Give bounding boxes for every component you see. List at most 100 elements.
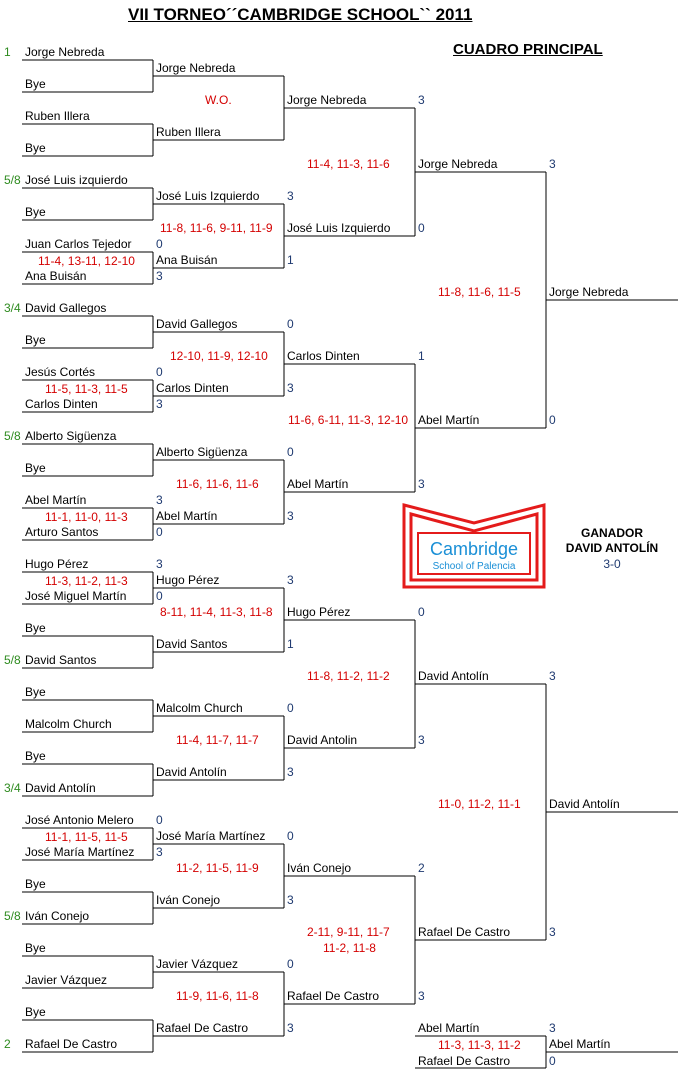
player-name: Bye [25,141,46,155]
games-won: 0 [287,445,294,459]
player-name: Jorge Nebreda [25,45,105,59]
player-name: Bye [25,333,46,347]
player-name: Rafael De Castro [287,989,380,1003]
match-score: 11-3, 11-2, 11-3 [45,574,128,588]
games-won: 3 [287,509,294,523]
games-won: 0 [287,701,294,715]
player-name: Abel Martín [549,1037,611,1051]
match-score: 12-10, 11-9, 12-10 [170,349,268,363]
cambridge-shield-icon: Cambridge School of Palencia [402,503,546,589]
games-won: 3 [287,573,294,587]
player-name: Javier Vázquez [25,973,108,987]
player-name: David Gallegos [25,301,107,315]
player-name: Abel Martín [418,1021,480,1035]
match-score: 11-8, 11-6, 11-5 [438,285,521,299]
player-name: Ruben Illera [156,125,221,139]
seed-label: 5/8 [4,909,21,923]
cambridge-logo: Cambridge School of Palencia [402,503,546,591]
match-score: 11-9, 11-6, 11-8 [176,989,259,1003]
player-name: Ana Buisán [156,253,218,267]
seed-label: 3/4 [4,301,21,315]
player-name: Ana Buisán [25,269,87,283]
games-won: 0 [156,525,163,539]
player-name: Hugo Pérez [25,557,89,571]
player-name: Abel Martín [156,509,218,523]
player-name: Rafael De Castro [418,1054,511,1068]
player-name: Jorge Nebreda [418,157,498,171]
player-name: David Antolín [418,669,489,683]
player-name: José Luis izquierdo [25,173,128,187]
games-won: 3 [287,189,294,203]
games-won: 3 [418,733,425,747]
match-score: W.O. [205,93,232,107]
player-name: Iván Conejo [287,861,352,875]
player-name: Jesús Cortés [25,365,96,379]
player-name: Alberto Sigüenza [25,429,117,443]
player-name: José Miguel Martín [25,589,127,603]
match-score: 11-8, 11-2, 11-2 [307,669,390,683]
player-name: Carlos Dinten [287,349,360,363]
match-score: 2-11, 9-11, 11-7 [307,925,390,939]
logo-tagline: School of Palencia [433,561,516,572]
games-won: 0 [156,365,163,379]
bracket-subtitle: CUADRO PRINCIPAL [453,41,603,58]
match-score: 11-2, 11-5, 11-9 [176,861,259,875]
player-name: Bye [25,941,46,955]
player-name: Alberto Sigüenza [156,445,248,459]
player-name: José Luis Izquierdo [156,189,260,203]
player-name: Iván Conejo [25,909,90,923]
player-name: Bye [25,1005,46,1019]
winner-score: 3-0 [603,557,621,571]
page-title: VII TORNEO´´CAMBRIDGE SCHOOL`` 2011 [128,5,473,24]
winner-name: DAVID ANTOLÍN [565,541,659,555]
games-won: 3 [287,893,294,907]
player-name: David Antolín [156,765,227,779]
match-score: 11-8, 11-6, 9-11, 11-9 [160,221,273,235]
match-score: 11-2, 11-8 [323,941,376,955]
games-won: 3 [287,1021,294,1035]
games-won: 0 [549,413,556,427]
player-name: Bye [25,461,46,475]
match-score: 11-4, 11-3, 11-6 [307,157,390,171]
player-name: Jorge Nebreda [156,61,236,75]
games-won: 0 [287,829,294,843]
seed-label: 3/4 [4,781,21,795]
player-name: Jorge Nebreda [549,285,629,299]
player-name: David Santos [156,637,228,651]
player-name: Carlos Dinten [25,397,98,411]
games-won: 1 [287,253,294,267]
logo-brand: Cambridge [430,539,518,559]
player-name: David Antolin [287,733,358,747]
player-name: Juan Carlos Tejedor [25,237,132,251]
player-name: Iván Conejo [156,893,221,907]
player-name: Bye [25,77,46,91]
seed-label: 5/8 [4,653,21,667]
games-won: 3 [156,557,163,571]
player-name: Bye [25,621,46,635]
games-won: 0 [156,813,163,827]
player-name: Bye [25,749,46,763]
player-name: Jorge Nebreda [287,93,367,107]
player-name: José Luis Izquierdo [287,221,391,235]
player-name: José Antonio Melero [25,813,134,827]
games-won: 0 [156,237,163,251]
player-name: Malcolm Church [156,701,243,715]
games-won: 0 [156,589,163,603]
games-won: 3 [549,669,556,683]
games-won: 3 [549,157,556,171]
player-name: Hugo Pérez [287,605,351,619]
games-won: 3 [156,269,163,283]
games-won: 1 [418,349,425,363]
match-score: 11-0, 11-2, 11-1 [438,797,521,811]
seed-label: 1 [4,45,11,59]
player-name: Carlos Dinten [156,381,229,395]
player-name: Ruben Illera [25,109,90,123]
seed-label: 5/8 [4,429,21,443]
games-won: 3 [418,989,425,1003]
match-score: 11-4, 11-7, 11-7 [176,733,259,747]
match-score: 11-5, 11-3, 11-5 [45,382,128,396]
player-name: Abel Martín [25,493,87,507]
player-name: Abel Martín [287,477,349,491]
games-won: 3 [287,381,294,395]
